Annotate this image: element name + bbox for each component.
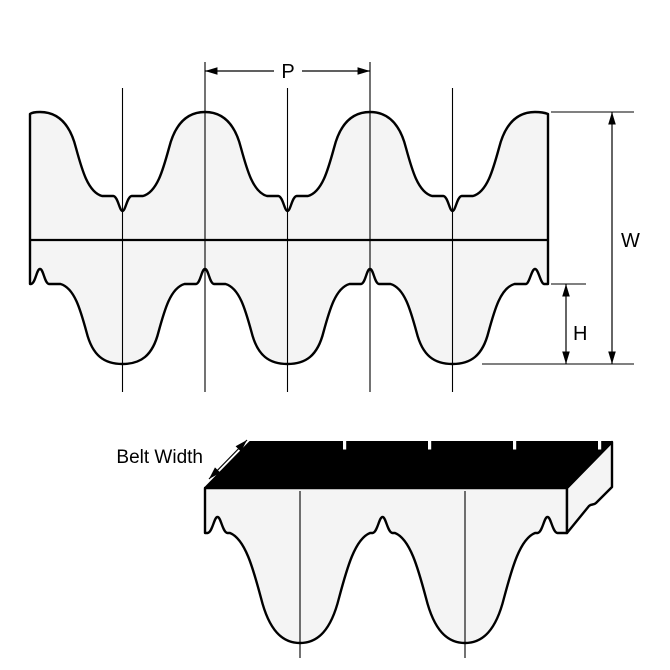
top-face-groove-mark [598, 439, 602, 450]
pitch-dimension: P [205, 61, 370, 83]
belt-3d-top-face [204, 441, 613, 489]
belt-cross-section-outline [28, 110, 550, 366]
belt-cross-section-figure: P W H [28, 61, 640, 392]
pitch-label: P [281, 61, 294, 83]
belt-3d-front-face [203, 486, 569, 645]
belt-3d-figure: Belt Width [116, 439, 614, 658]
belt-width-dimension: Belt Width [116, 439, 248, 480]
height-dimension: H [551, 283, 587, 364]
width-label: W [621, 230, 640, 252]
top-face-groove-mark [343, 439, 347, 450]
top-face-groove-mark [428, 439, 432, 450]
belt-width-label: Belt Width [116, 447, 203, 468]
top-face-groove-mark [513, 439, 517, 450]
height-label: H [573, 323, 587, 345]
belt-3d-side-face [565, 440, 614, 535]
width-dimension: W [482, 111, 640, 365]
belt-width-arrow [208, 439, 248, 480]
